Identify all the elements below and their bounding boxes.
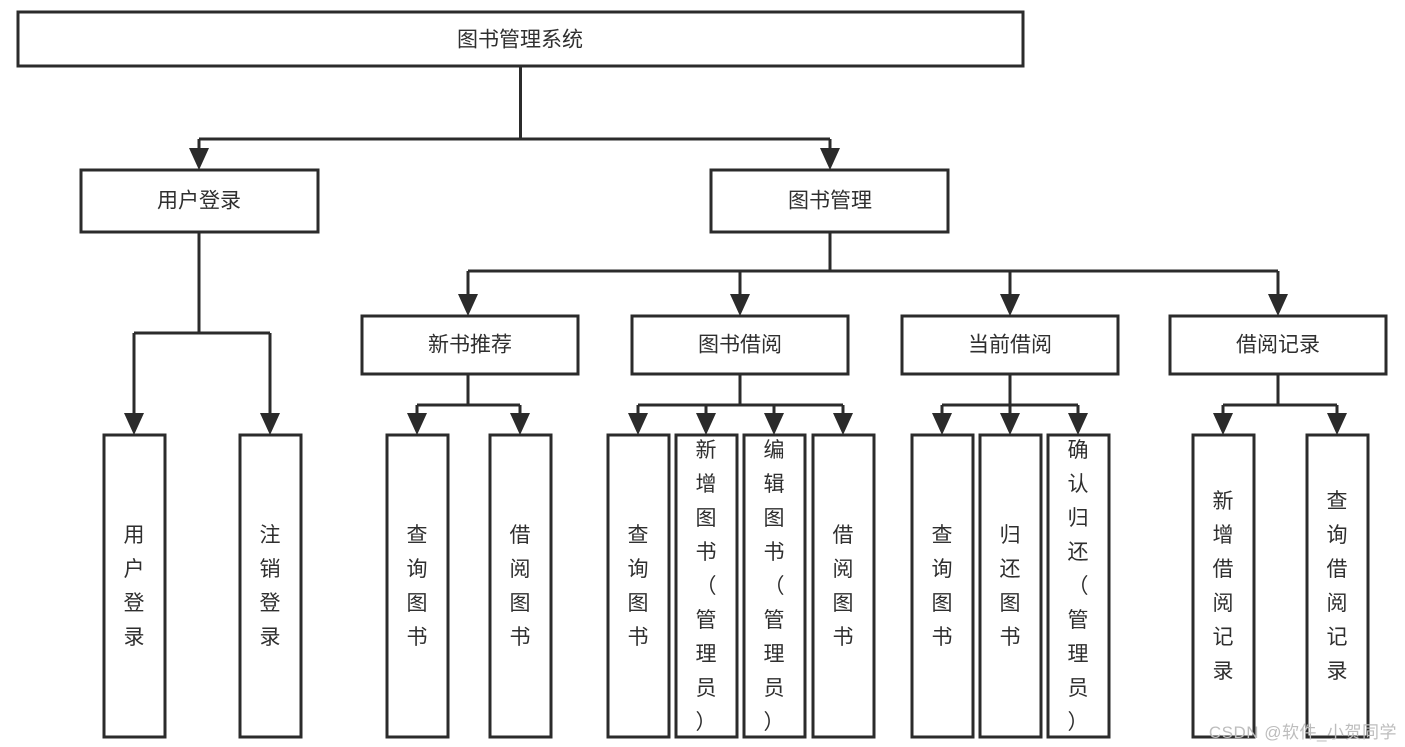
leaf-node[interactable]: 新增借阅记录 [1191,433,1256,739]
arrow-to-record [1268,294,1288,316]
leaf-box-0[interactable] [102,433,167,739]
leaf-node[interactable]: 新增图书（管理员） [674,433,739,739]
leaf-box-2[interactable] [385,433,450,739]
leaf-box-8[interactable] [910,433,975,739]
leaf-node[interactable]: 借阅图书 [488,433,553,739]
arrow-to-current [1000,294,1020,316]
leaf-node[interactable]: 查询图书 [606,433,671,739]
leaf-node[interactable]: 用户登录 [102,433,167,739]
leaf-node[interactable]: 查询图书 [385,433,450,739]
arrow-leaf-0 [124,413,144,435]
leaf-label-4: 查询图书 [628,524,649,649]
leaf-box-11[interactable] [1191,433,1256,739]
leaf-box-9[interactable] [978,433,1043,739]
arrow-leaf-10 [1068,413,1088,435]
leaf-node[interactable]: 查询图书 [910,433,975,739]
leaf-box-12[interactable] [1305,433,1370,739]
connector-layer [124,66,1347,435]
node-new-book-recommend-box[interactable] [360,314,580,376]
node-borrow-record[interactable]: 借阅记录 [1168,314,1388,376]
node-book-management-box[interactable] [709,168,950,234]
leaf-box-1[interactable] [238,433,303,739]
leaf-label-0: 用户登录 [124,524,145,649]
leaf-label-8: 查询图书 [932,524,953,649]
leaf-box-5[interactable] [674,433,739,739]
node-current-borrow-box[interactable] [900,314,1120,376]
node-current-borrow[interactable]: 当前借阅 [900,314,1120,376]
leaf-label-10: 确认归还（管理员） [1068,439,1089,734]
arrow-to-user-login [189,148,209,170]
leaf-node[interactable]: 归还图书 [978,433,1043,739]
leaf-node[interactable]: 确认归还（管理员） [1046,433,1111,739]
leaf-box-6[interactable] [742,433,807,739]
arrow-leaf-4 [628,413,648,435]
arrow-leaf-2 [407,413,427,435]
leaf-node[interactable]: 注销登录 [238,433,303,739]
leaf-label-7: 借阅图书 [833,524,854,649]
node-book-borrow[interactable]: 图书借阅 [630,314,850,376]
leaf-label-2: 查询图书 [407,524,428,649]
leaf-label-12: 查询借阅记录 [1327,490,1348,683]
leaf-node[interactable]: 编辑图书（管理员） [742,433,807,739]
arrow-to-borrow [730,294,750,316]
leaf-node[interactable]: 查询借阅记录 [1305,433,1370,739]
leaf-label-11: 新增借阅记录 [1213,490,1234,683]
node-user-login-box[interactable] [79,168,320,234]
node-root[interactable]: 图书管理系统 [16,10,1025,68]
arrow-to-newbook [458,294,478,316]
node-user-login[interactable]: 用户登录 [79,168,320,234]
leaf-label-6: 编辑图书（管理员） [764,439,785,734]
arrow-leaf-5 [696,413,716,435]
arrow-leaf-9 [1000,413,1020,435]
node-book-borrow-label: 图书借阅 [698,334,782,357]
leaf-box-10[interactable] [1046,433,1111,739]
node-book-management-label: 图书管理 [788,190,872,213]
leaf-box-4[interactable] [606,433,671,739]
leaf-node[interactable]: 借阅图书 [811,433,876,739]
arrow-leaf-3 [510,413,530,435]
arrow-leaf-1 [260,413,280,435]
node-book-borrow-box[interactable] [630,314,850,376]
node-book-management[interactable]: 图书管理 [709,168,950,234]
leaf-label-1: 注销登录 [260,524,281,649]
arrow-to-book-mgmt [820,148,840,170]
arrow-leaf-12 [1327,413,1347,435]
node-new-book-recommend-label: 新书推荐 [428,334,512,357]
node-new-book-recommend[interactable]: 新书推荐 [360,314,580,376]
node-root-label: 图书管理系统 [457,29,583,52]
leaf-box-7[interactable] [811,433,876,739]
node-root-box[interactable] [16,10,1025,68]
arrow-leaf-7 [833,413,853,435]
node-current-borrow-label: 当前借阅 [968,334,1052,357]
watermark-text: CSDN @软件_小贺同学 [1208,723,1397,742]
arrow-leaf-6 [764,413,784,435]
node-borrow-record-label: 借阅记录 [1236,334,1320,357]
leaf-label-5: 新增图书（管理员） [696,439,717,734]
node-borrow-record-box[interactable] [1168,314,1388,376]
arrow-leaf-8 [932,413,952,435]
leaf-box-3[interactable] [488,433,553,739]
leaf-label-9: 归还图书 [1000,524,1021,649]
arrow-leaf-11 [1213,413,1233,435]
leaf-label-3: 借阅图书 [510,524,531,649]
node-user-login-label: 用户登录 [157,190,241,213]
